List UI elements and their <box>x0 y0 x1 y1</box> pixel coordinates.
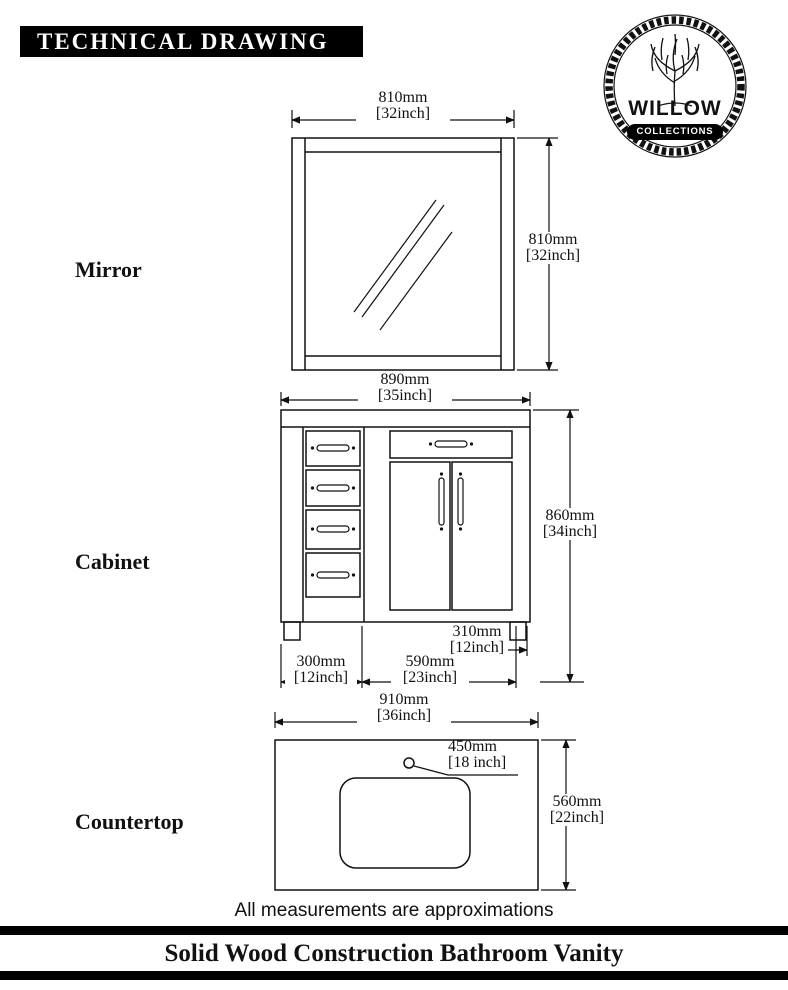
sink-450-dim: 450mm [18 inch] <box>448 739 528 771</box>
cabinet-height-dim: 860mm [34inch] <box>532 508 608 540</box>
cabinet-handles <box>310 440 474 579</box>
sink-450-dimension <box>413 765 518 776</box>
dim-mm: 590mm <box>405 653 455 670</box>
dim-mm: 890mm <box>380 371 430 388</box>
dim-in: [34inch] <box>542 523 598 540</box>
cabinet-height-dimension <box>533 409 584 683</box>
dim-in: [32inch] <box>375 105 431 122</box>
measurements-note: All measurements are approximations <box>234 900 554 921</box>
brand-subtitle: COLLECTIONS <box>627 124 723 140</box>
dim-mm: 310mm <box>452 623 502 640</box>
handle-screw-dots <box>310 442 474 577</box>
logo-rope-and-tree <box>603 14 747 158</box>
mirror-drawing <box>291 137 515 371</box>
page-title: TECHNICAL DRAWING <box>20 26 363 57</box>
cabinet-width-dim: 890mm [35inch] <box>358 372 452 404</box>
mirror-label: Mirror <box>75 257 142 282</box>
cabinet-label: Cabinet <box>75 549 150 574</box>
mirror-reflection-lines <box>353 199 453 331</box>
dim-in: [23inch] <box>402 669 458 686</box>
cabinet-drawing <box>280 409 531 641</box>
dim-in: [12inch] <box>293 669 349 686</box>
dim-mm: 300mm <box>296 653 346 670</box>
dim-mm: 810mm <box>528 231 578 248</box>
mirror-width-dim: 810mm [32inch] <box>356 90 450 122</box>
countertop-drawing <box>274 739 539 891</box>
dim-mm: 450mm <box>448 738 497 755</box>
dim-mm: 810mm <box>378 89 428 106</box>
willow-tree-icon <box>650 33 700 107</box>
dim-in: [36inch] <box>376 707 432 724</box>
dim-mm: 860mm <box>545 507 595 524</box>
brand-logo: WILLOW COLLECTIONS <box>600 11 750 161</box>
footer-title: Solid Wood Construction Bathroom Vanity <box>164 940 624 967</box>
dim-mm: 560mm <box>552 793 602 810</box>
countertop-label: Countertop <box>75 809 184 834</box>
cabinet-310-dim: 310mm [12inch] <box>446 624 508 656</box>
dim-in: [18 inch] <box>448 754 507 771</box>
mirror-height-dim: 810mm [32inch] <box>516 232 590 264</box>
brand-name: WILLOW <box>628 97 722 120</box>
countertop-width-dim: 910mm [36inch] <box>357 692 451 724</box>
cabinet-590-dim: 590mm [23inch] <box>391 654 469 686</box>
dim-in: [22inch] <box>549 809 605 826</box>
divider-bar-bottom <box>0 971 788 980</box>
cabinet-300-dim: 300mm [12inch] <box>285 654 357 686</box>
countertop-depth-dim: 560mm [22inch] <box>541 794 613 826</box>
dim-mm: 910mm <box>379 691 429 708</box>
page-title-text: TECHNICAL DRAWING <box>37 29 329 54</box>
rope-border-icon <box>605 16 745 156</box>
divider-bar-top <box>0 926 788 935</box>
dim-in: [35inch] <box>377 387 433 404</box>
dim-in: [32inch] <box>525 247 581 264</box>
